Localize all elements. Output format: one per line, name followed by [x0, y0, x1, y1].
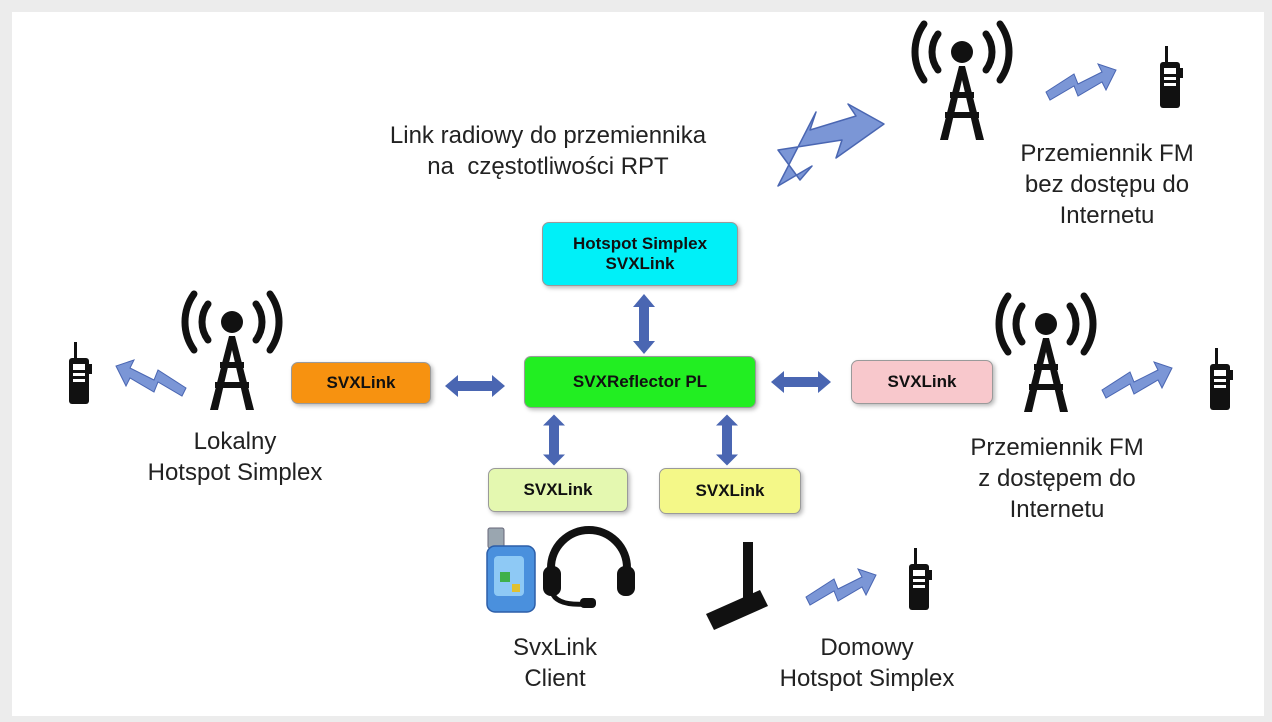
arrow-reflector-right: [771, 371, 831, 393]
hotspot-antenna-icon: [706, 542, 768, 630]
usb-dongle-icon: [486, 527, 536, 613]
arrow-left-reflector: [445, 375, 505, 397]
svxlink-bottom-left-label: SVXLink: [523, 480, 593, 499]
handheld-radio-icon: [1210, 348, 1233, 410]
repeater-internet-label: Przemiennik FM z dostępem do Internetu: [970, 434, 1144, 523]
link-radio-note: Link radiowy do przemiennika na częstotl…: [389, 122, 707, 180]
lightning-bolt-icon: [1101, 361, 1173, 399]
arrow-hotspot-reflector: [633, 294, 655, 354]
svxlink-left-box: SVXLink: [291, 362, 431, 404]
antenna-tower-icon: [999, 296, 1093, 412]
lightning-bolt-icon: [777, 103, 885, 187]
svxlink-client-label: SvxLink Client: [512, 634, 598, 692]
antenna-tower-icon: [915, 24, 1009, 140]
headset-icon: [543, 526, 635, 608]
repeater-no-internet-label: Przemiennik FM bez dostępu do Internetu: [1020, 140, 1194, 229]
svxlink-right-label: SVXLink: [887, 372, 957, 391]
svxlink-right-box: SVXLink: [851, 360, 993, 404]
local-hotspot-label: Lokalny Hotspot Simplex: [147, 428, 323, 486]
lightning-bolt-icon: [1045, 63, 1117, 101]
svxlink-bottom-right-label: SVXLink: [695, 481, 765, 500]
svxlink-bottom-right-box: SVXLink: [659, 468, 801, 514]
home-hotspot-label: Domowy Hotspot Simplex: [779, 634, 955, 692]
diagram-frame: Hotspot Simplex SVXLink SVXReflector PL …: [12, 12, 1264, 716]
handheld-radio-icon: [909, 548, 932, 610]
lightning-bolt-icon: [805, 568, 877, 606]
arrow-reflector-bottom-right: [716, 414, 738, 466]
hotspot-simplex-box: Hotspot Simplex SVXLink: [542, 222, 738, 286]
diagram-canvas: [69, 12, 1233, 630]
hotspot-simplex-label: Hotspot Simplex SVXLink: [572, 234, 708, 273]
svxlink-left-label: SVXLink: [326, 373, 396, 392]
svxlink-bottom-left-box: SVXLink: [488, 468, 628, 512]
handheld-radio-icon: [69, 342, 92, 404]
lightning-bolt-icon: [115, 359, 187, 397]
antenna-tower-icon: [185, 294, 279, 410]
svxreflector-label: SVXReflector PL: [572, 372, 708, 391]
arrow-reflector-bottom-left: [543, 414, 565, 466]
svxreflector-box: SVXReflector PL: [524, 356, 756, 408]
handheld-radio-icon: [1160, 46, 1183, 108]
